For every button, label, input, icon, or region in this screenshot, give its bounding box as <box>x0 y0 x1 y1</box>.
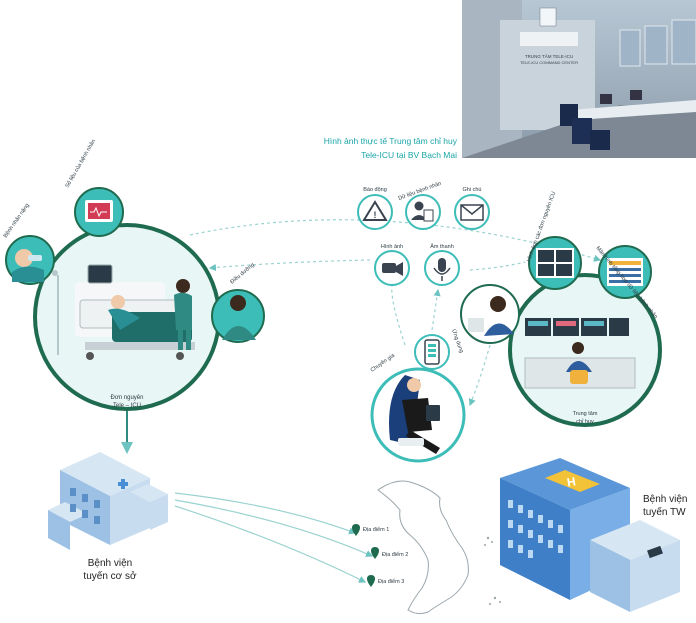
unit-label-line1: Đơn nguyên <box>111 395 144 401</box>
central-hospital-label-line1: Bệnh viện <box>643 494 687 505</box>
command-center-photo: TRUNG TÂM TELE-ICU TELE-ICU COMMAND CENT… <box>462 0 696 158</box>
svg-text:!: ! <box>374 210 377 220</box>
location-arrows <box>174 492 374 583</box>
photo-caption-line2: Tele-ICU tại BV Bạch Mai <box>361 150 457 160</box>
mobile-app-icon <box>414 334 450 370</box>
local-hospital-label-line2: tuyến cơ sở <box>83 570 137 582</box>
expert-circle <box>370 367 466 463</box>
alarm-icon: ! <box>357 194 393 230</box>
photo-sign-line2: TELE-ICU COMMAND CENTER <box>520 60 578 65</box>
app-label: Ứng dụng <box>450 328 465 353</box>
patient-data-label: Số liệu của bệnh nhân <box>64 138 97 189</box>
command-center-circle: Trung tâm chỉ huy <box>508 273 662 427</box>
summary-screen-bubble <box>598 245 652 299</box>
vietnam-map <box>377 480 469 615</box>
photo-caption-line1: Hình ảnh thực tế Trung tâm chỉ huy <box>324 136 458 146</box>
local-hospital-label-line1: Bệnh viện <box>88 558 132 569</box>
severe-patient-bubble <box>5 235 55 285</box>
unit-label-line2: Tele – ICU <box>113 403 141 409</box>
video-label: Hình ảnh <box>381 244 403 250</box>
microphone-icon <box>424 250 460 286</box>
command-center-label-line1: Trung tâm <box>573 411 598 417</box>
nurse-bubble <box>211 289 265 343</box>
svg-text:H: H <box>566 474 577 489</box>
location-2-label: Địa điểm 2 <box>382 551 408 558</box>
alarm-label: Báo động <box>363 187 387 193</box>
severe-patient-label: Bệnh nhân nặng <box>3 203 31 240</box>
patient-data-bubble <box>74 187 124 237</box>
patient-unit-circle: Đơn nguyên Tele – ICU <box>33 223 221 411</box>
local-hospital-building <box>48 452 168 550</box>
photo-sign-line1: TRUNG TÂM TELE-ICU <box>525 53 573 59</box>
notes-label: Ghi chú <box>463 187 482 193</box>
patient-records-icon <box>405 194 441 230</box>
central-hospital-building: H <box>500 458 680 612</box>
location-3-label: Địa điểm 3 <box>378 578 404 585</box>
islands <box>484 536 501 605</box>
mail-icon <box>454 194 490 230</box>
central-hospital-label-line2: tuyến TW <box>643 506 686 518</box>
unit-images-bubble <box>528 236 582 290</box>
operator-bubble <box>460 284 520 344</box>
command-center-label-line2: chỉ huy <box>576 418 594 425</box>
location-pin-icon <box>352 524 379 587</box>
video-camera-icon <box>374 250 410 286</box>
expert-label: Chuyên gia <box>370 352 397 373</box>
audio-label: Âm thanh <box>430 243 454 250</box>
location-1-label: Địa điểm 1 <box>363 526 389 533</box>
